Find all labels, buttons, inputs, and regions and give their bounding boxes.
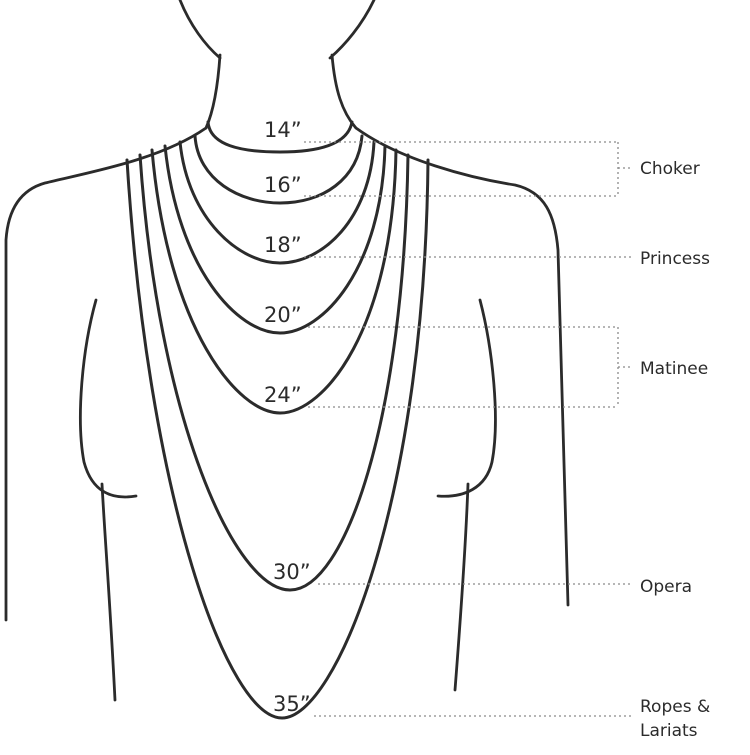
category-labels: Choker Princess Matinee Opera Ropes & La… [640,159,710,741]
neck-right [330,53,358,130]
right-torso-line [453,482,470,692]
category-princess: Princess [640,249,710,269]
category-lariats: Lariats [640,721,698,741]
necklace-35 [125,158,430,720]
head-outline [178,0,376,60]
necklace-30 [138,153,410,592]
choker-bracket [617,142,632,196]
length-label-35: 35” [273,692,311,716]
neck-left [204,53,222,130]
matinee-bracket [617,327,632,407]
length-label-16: 16” [264,173,302,197]
length-label-24: 24” [264,383,302,407]
right-breast [436,298,497,498]
category-opera: Opera [640,577,692,597]
length-label-30: 30” [273,560,311,584]
necklace-18 [178,140,376,265]
category-matinee: Matinee [640,359,708,379]
length-labels: 14” 16” 18” 20” 24” 30” 35” [264,118,311,716]
left-breast [79,298,138,499]
right-shoulder [354,126,570,607]
category-ropes: Ropes & [640,697,710,717]
length-label-14: 14” [264,118,302,142]
length-label-18: 18” [264,233,302,257]
necklace-24 [150,148,398,415]
leader-lines [304,141,632,717]
category-choker: Choker [640,159,700,179]
necklace-14 [206,120,354,154]
necklace-16 [193,134,364,205]
left-torso-line [100,482,117,702]
mannequin-body [4,0,570,702]
necklace-curves [125,120,430,720]
length-label-20: 20” [264,303,302,327]
necklace-20 [163,144,387,335]
